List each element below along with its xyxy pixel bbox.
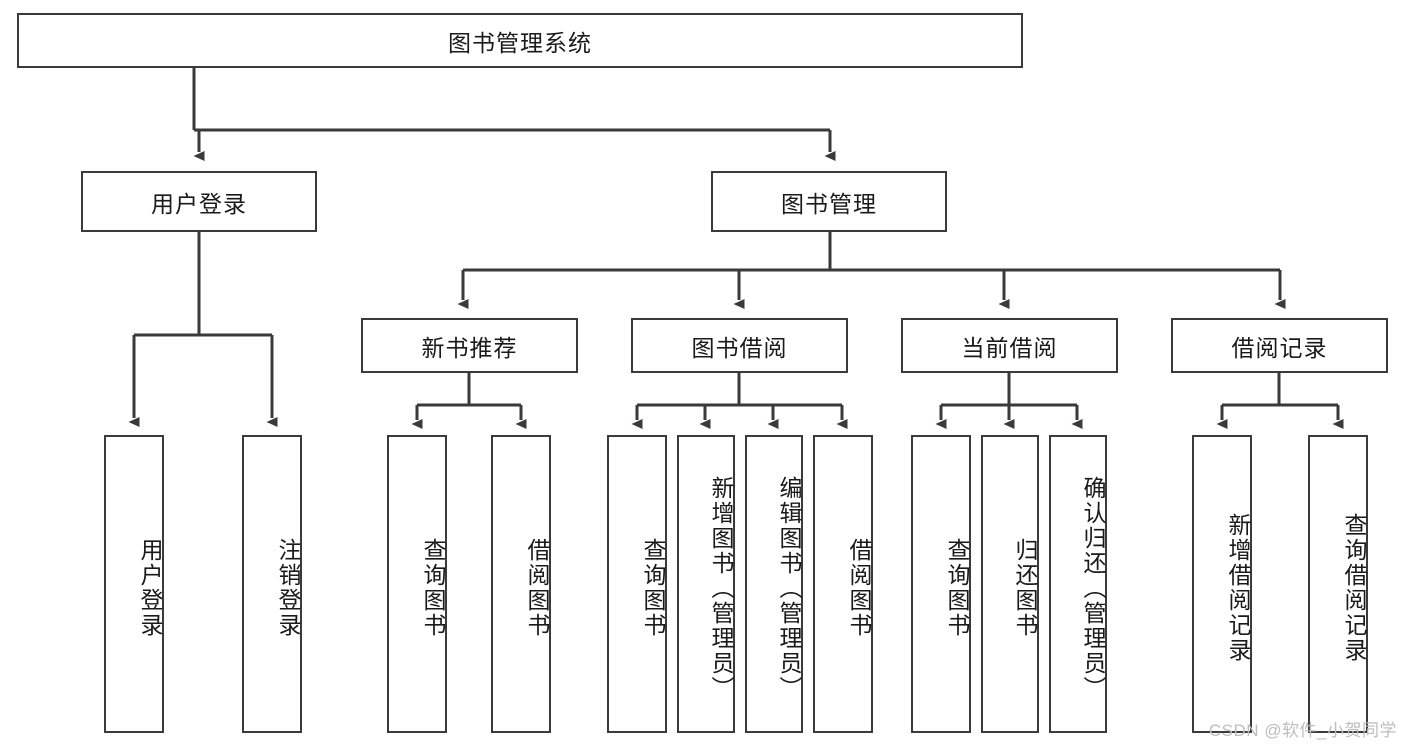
node-label: 注销登录 bbox=[275, 538, 301, 638]
node-label: 借阅记录 bbox=[1231, 334, 1328, 361]
node-label: 借阅图书 bbox=[524, 538, 550, 638]
node-label: 当前借阅 bbox=[961, 334, 1058, 361]
node-label: 新增图书（管理员） bbox=[708, 475, 734, 701]
node-label: 用户登录 bbox=[137, 538, 163, 638]
leaf-borrow-record-add-record[interactable]: 新增借阅记录 bbox=[1192, 435, 1252, 733]
leaf-book-borrow-edit-book-admin[interactable]: 编辑图书（管理员） bbox=[745, 435, 803, 733]
node-label: 查询图书 bbox=[944, 538, 970, 638]
node-borrow-record[interactable]: 借阅记录 bbox=[1171, 318, 1388, 373]
node-label: 确认归还（管理员） bbox=[1080, 475, 1106, 701]
node-label: 用户登录 bbox=[151, 190, 247, 217]
node-current-borrow[interactable]: 当前借阅 bbox=[901, 318, 1118, 373]
node-label: 查询借阅记录 bbox=[1341, 513, 1367, 663]
node-label: 图书管理系统 bbox=[448, 29, 592, 56]
node-new-book-recommend[interactable]: 新书推荐 bbox=[361, 318, 578, 373]
node-root-book-management-system[interactable]: 图书管理系统 bbox=[17, 13, 1023, 68]
leaf-user-login-login[interactable]: 用户登录 bbox=[104, 435, 164, 733]
leaf-user-login-logout[interactable]: 注销登录 bbox=[242, 435, 302, 733]
leaf-new-book-borrow-book[interactable]: 借阅图书 bbox=[491, 435, 551, 733]
node-user-login[interactable]: 用户登录 bbox=[81, 171, 317, 232]
node-label: 图书借阅 bbox=[691, 334, 788, 361]
leaf-book-borrow-borrow-book[interactable]: 借阅图书 bbox=[813, 435, 873, 733]
node-label: 新书推荐 bbox=[421, 334, 518, 361]
node-label: 借阅图书 bbox=[846, 538, 872, 638]
leaf-current-borrow-query-book[interactable]: 查询图书 bbox=[911, 435, 971, 733]
leaf-new-book-query-book[interactable]: 查询图书 bbox=[387, 435, 447, 733]
node-book-management[interactable]: 图书管理 bbox=[711, 171, 947, 232]
leaf-book-borrow-add-book-admin[interactable]: 新增图书（管理员） bbox=[677, 435, 735, 733]
leaf-book-borrow-query-book[interactable]: 查询图书 bbox=[607, 435, 667, 733]
node-label: 查询图书 bbox=[640, 538, 666, 638]
csdn-watermark: CSDN @软件_小贺同学 bbox=[1208, 721, 1397, 740]
node-book-borrow[interactable]: 图书借阅 bbox=[631, 318, 848, 373]
node-label: 归还图书 bbox=[1012, 538, 1038, 638]
leaf-current-borrow-confirm-return-admin[interactable]: 确认归还（管理员） bbox=[1049, 435, 1107, 733]
leaf-current-borrow-return-book[interactable]: 归还图书 bbox=[981, 435, 1039, 733]
node-label: 编辑图书（管理员） bbox=[776, 475, 802, 701]
node-label: 新增借阅记录 bbox=[1225, 513, 1251, 663]
node-label: 查询图书 bbox=[420, 538, 446, 638]
leaf-borrow-record-query-record[interactable]: 查询借阅记录 bbox=[1308, 435, 1368, 733]
node-label: 图书管理 bbox=[781, 190, 877, 217]
